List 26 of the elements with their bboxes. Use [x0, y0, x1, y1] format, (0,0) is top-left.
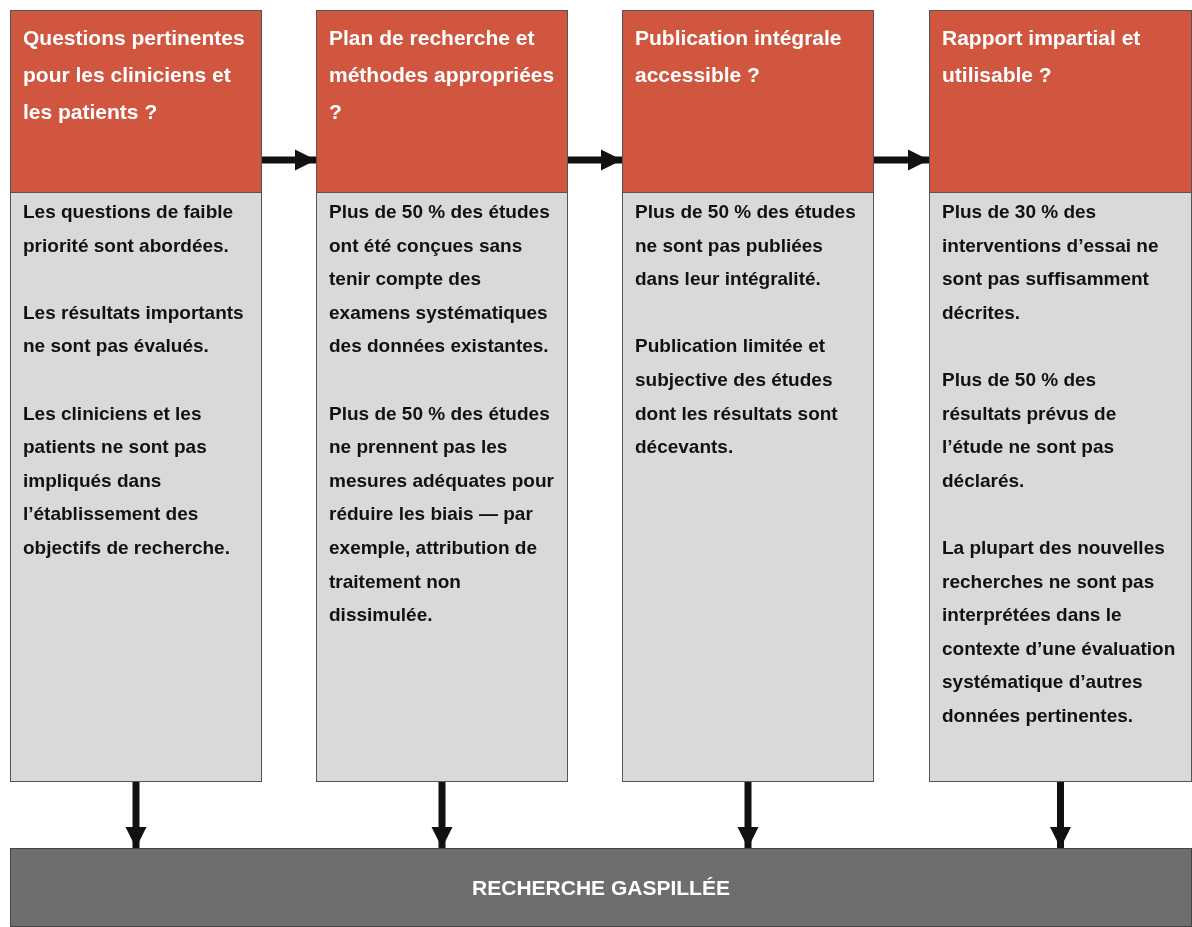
paragraph: La plupart des nouvelles recherches ne sont pas interprétées dans le contexte d’une évaluation systématique d’autres données pertinentes.: [942, 535, 1177, 728]
arrow: [568, 149, 622, 171]
paragraph: Les cliniciens et les patients ne sont pas impliqués dans l’établissement des objectifs de recherche.: [23, 401, 231, 560]
column-card: [929, 10, 1192, 782]
paragraph: Plus de 50 % des études ne prennent pas les mesures adéquates pour réduire les biais — par exemple, attribution de traitement non dissimulée.: [329, 401, 555, 628]
arrow: [874, 149, 929, 171]
paragraph: Les résultats importants ne sont pas évalués.: [23, 300, 245, 359]
column-heading: Plan de recherche et méthodes appropriées ?: [317, 11, 567, 193]
paragraph: Les questions de faible priorité sont abordées.: [23, 200, 235, 258]
column-heading: Rapport impartial et utilisable ?: [930, 11, 1191, 193]
column-card: [622, 10, 874, 782]
paragraph: Plus de 50 % des résultats prévus de l’étude ne sont pas déclarés.: [942, 367, 1118, 493]
arrow: [262, 149, 316, 171]
paragraph: Plus de 30 % des interventions d’essai ne sont pas suffisamment décrites.: [942, 200, 1160, 325]
arrow: [737, 782, 759, 848]
column-card: [316, 10, 568, 782]
paragraph: Plus de 50 % des études ont été conçues sans tenir compte des examens systématiques des données existantes.: [329, 200, 551, 359]
arrow: [1050, 782, 1071, 848]
result-banner: RECHERCHE GASPILLÉE: [10, 848, 1192, 927]
paragraph: Plus de 50 % des études ne sont pas publiées dans leur intégralité.: [635, 200, 857, 292]
column-heading: Questions pertinentes pour les cliniciens et les patients ?: [11, 11, 261, 193]
arrow: [431, 782, 453, 848]
paragraph: Publication limitée et subjective des études dont les résultats sont décevants.: [635, 334, 839, 460]
column-card: [10, 10, 262, 782]
arrow: [125, 782, 147, 848]
column-heading: Publication intégrale accessible ?: [623, 11, 873, 193]
